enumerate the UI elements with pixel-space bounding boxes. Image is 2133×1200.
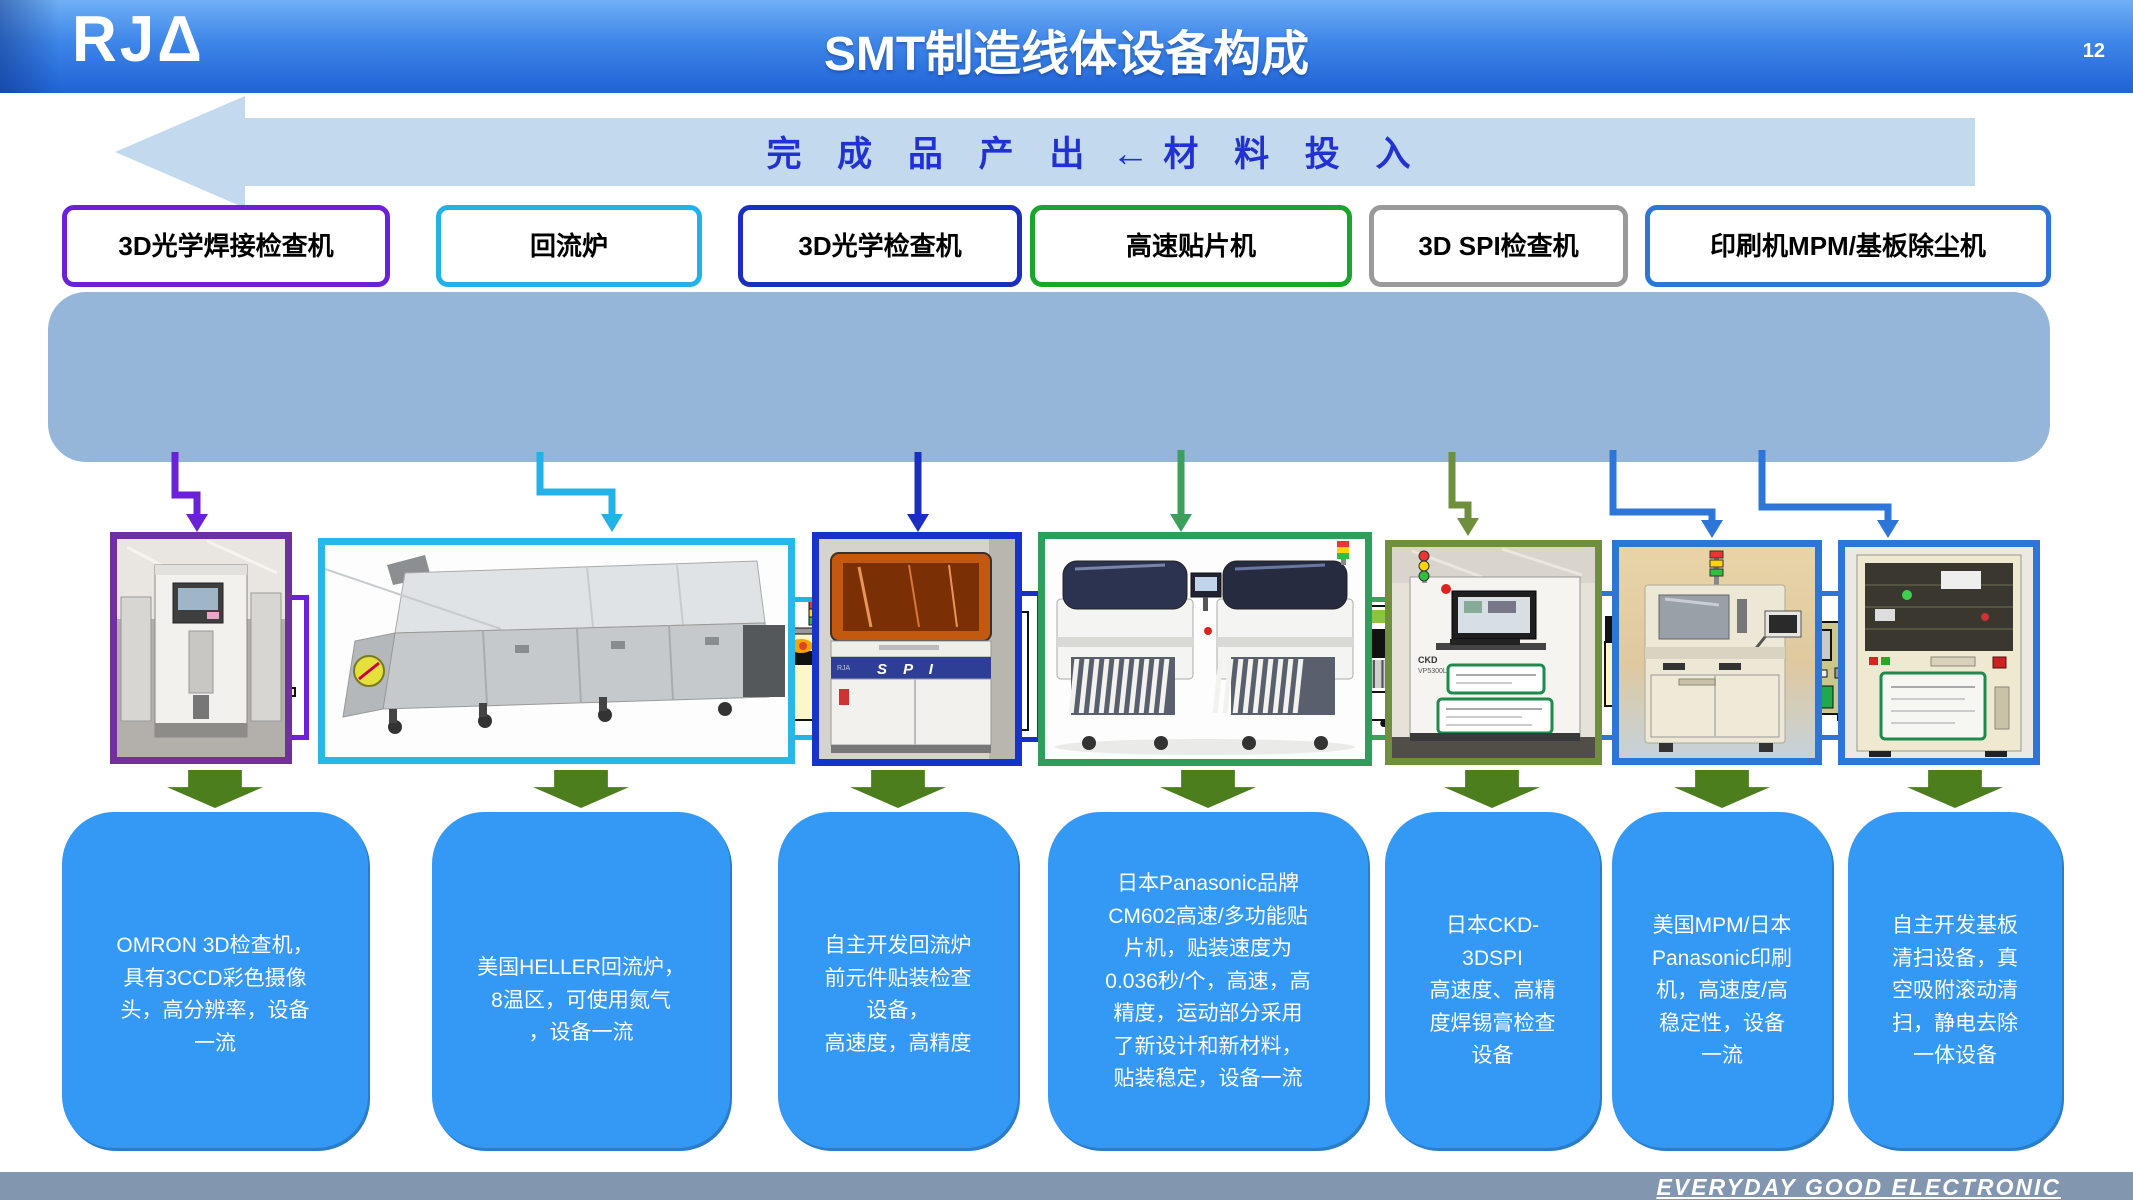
heller-photo-illustration <box>325 545 788 757</box>
description-board-cleaner: 自主开发基板 清扫设备，真 空吸附滚动清 扫，静电去除 一体设备 <box>1848 812 2062 1148</box>
down-arrow-icon <box>1674 770 1770 808</box>
label-3d-optical-inspector: 3D光学检查机 <box>738 205 1022 287</box>
label-reflow-oven: 回流炉 <box>436 205 702 287</box>
page-number: 12 <box>2082 40 2105 62</box>
cleaner-photo-illustration <box>1845 547 2033 758</box>
down-arrow-icon <box>1444 770 1540 808</box>
label-3d-spi-inspector: 3D SPI检查机 <box>1369 205 1628 287</box>
flow-banner-text: 完 成 品 产 出 ← 材 料 投 入 <box>245 126 1945 177</box>
page-title: SMT制造线体设备构成 <box>823 28 1310 81</box>
spi-badge-text: S P I <box>877 661 939 678</box>
down-arrow-icon <box>1160 770 1256 808</box>
rja-logo: RJΔ <box>72 3 205 76</box>
description-heller: 美国HELLER回流炉， 8温区，可使用氮气 ，设备一流 <box>432 812 730 1148</box>
photo-heller-reflow-oven <box>318 538 795 764</box>
photo-omron-3d-inspector <box>110 532 292 764</box>
photo-board-cleaner <box>1838 540 2040 765</box>
finished-output-text: 完 成 品 产 出 <box>766 135 1098 174</box>
description-omron: OMRON 3D检查机， 具有3CCD彩色摄像 头，高分辨率，设备 一流 <box>62 812 368 1148</box>
flow-banner: 完 成 品 产 出 ← 材 料 投 入 <box>115 96 1975 208</box>
label-printer-cleaner: 印刷机MPM/基板除尘机 <box>1645 205 2051 287</box>
down-arrow-icon <box>850 770 946 808</box>
down-arrow-icon <box>533 770 629 808</box>
left-arrow-shape <box>115 96 1975 208</box>
spi-photo-illustration: S P I RJA <box>819 539 1015 759</box>
ckd-photo-illustration: CKD VP5300L-V <box>1392 547 1595 758</box>
label-high-speed-mounter: 高速贴片机 <box>1030 205 1352 287</box>
photo-mpm-printer <box>1612 540 1822 765</box>
mpm-photo-illustration <box>1619 547 1815 758</box>
footer-slogan: EVERYDAY GOOD ELECTRONIC <box>1656 1174 2061 1200</box>
photo-ckd-3dspi: CKD VP5300L-V <box>1385 540 1602 765</box>
label-3d-solder-inspector: 3D光学焊接检查机 <box>62 205 390 287</box>
down-arrow-icon <box>167 770 263 808</box>
ckd-badge-line2: VP5300L-V <box>1418 668 1454 675</box>
flow-left-arrow-icon: ← <box>1111 133 1150 175</box>
rja-small-mark: RJA <box>837 665 851 672</box>
description-mpm-printer: 美国MPM/日本 Panasonic印刷 机，高速度/高 稳定性，设备 一流 <box>1612 812 1832 1148</box>
cm602-photo-illustration <box>1045 539 1365 759</box>
header-bar: RJΔ SMT制造线体设备构成 12 <box>0 0 2133 93</box>
description-ckd-3dspi: 日本CKD- 3DSPI 高速度、高精 度焊锡膏检查 设备 <box>1385 812 1600 1148</box>
smt-line-band <box>48 292 2050 742</box>
ckd-badge-line1: CKD <box>1418 655 1438 665</box>
down-arrow-icon <box>1907 770 2003 808</box>
photo-panasonic-cm602 <box>1038 532 1372 766</box>
footer-bar: EVERYDAY GOOD ELECTRONIC <box>0 1172 2133 1200</box>
material-input-text: 材 料 投 入 <box>1163 135 1424 174</box>
description-panasonic-cm602: 日本Panasonic品牌 CM602高速/多功能贴 片机，贴装速度为 0.03… <box>1048 812 1368 1148</box>
description-self-developed-inspector: 自主开发回流炉 前元件贴装检查 设备， 高速度，高精度 <box>778 812 1018 1148</box>
omron-photo-illustration <box>117 539 285 757</box>
photo-inline-spi-machine: S P I RJA <box>812 532 1022 766</box>
